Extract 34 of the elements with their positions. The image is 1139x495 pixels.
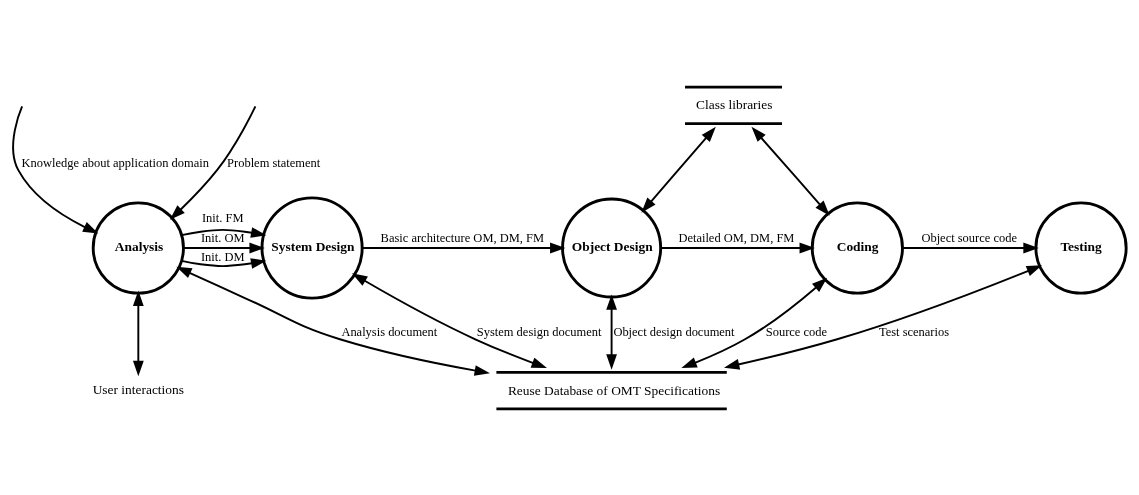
- edge-label: Object source code: [921, 230, 1017, 245]
- edge-label: Init. OM: [200, 230, 245, 245]
- arrow: [641, 126, 716, 213]
- node-circle: System Design: [260, 196, 364, 300]
- node-text: Reuse Database of OMT Specifications: [507, 382, 721, 398]
- edge-label: Source code: [765, 324, 828, 339]
- arrow: [182, 242, 265, 253]
- arrow: [12, 104, 99, 233]
- edge-label: Knowledge about application domain: [21, 155, 209, 170]
- arrow: [180, 226, 267, 238]
- arrow: [724, 264, 1042, 370]
- edge-label: Object design document: [613, 324, 735, 339]
- arrow: [681, 277, 828, 368]
- node-text: Class libraries: [696, 96, 773, 112]
- arrow: [901, 242, 1039, 253]
- arrow: [659, 242, 815, 253]
- edge-label: Analysis document: [341, 324, 438, 339]
- arrow: [606, 294, 617, 370]
- edge-label: Init. FM: [201, 210, 244, 225]
- edge-label: Init. DM: [200, 249, 245, 264]
- node-text: User interactions: [92, 381, 184, 397]
- edge-label: Problem statement: [227, 155, 321, 170]
- edge-label: Basic architecture OM, DM, FM: [380, 230, 545, 245]
- arrow: [169, 104, 257, 220]
- edge-label: System design document: [476, 324, 602, 339]
- arrow: [132, 290, 144, 376]
- arrow: [751, 126, 830, 216]
- edge-label: Test scenarios: [878, 324, 950, 339]
- arrow: [361, 242, 566, 253]
- arrow: [176, 266, 490, 376]
- node-circle: Testing: [1034, 200, 1128, 295]
- edge-label: Detailed OM, DM, FM: [678, 230, 795, 245]
- arrow: [351, 272, 547, 368]
- arrow: [180, 257, 267, 269]
